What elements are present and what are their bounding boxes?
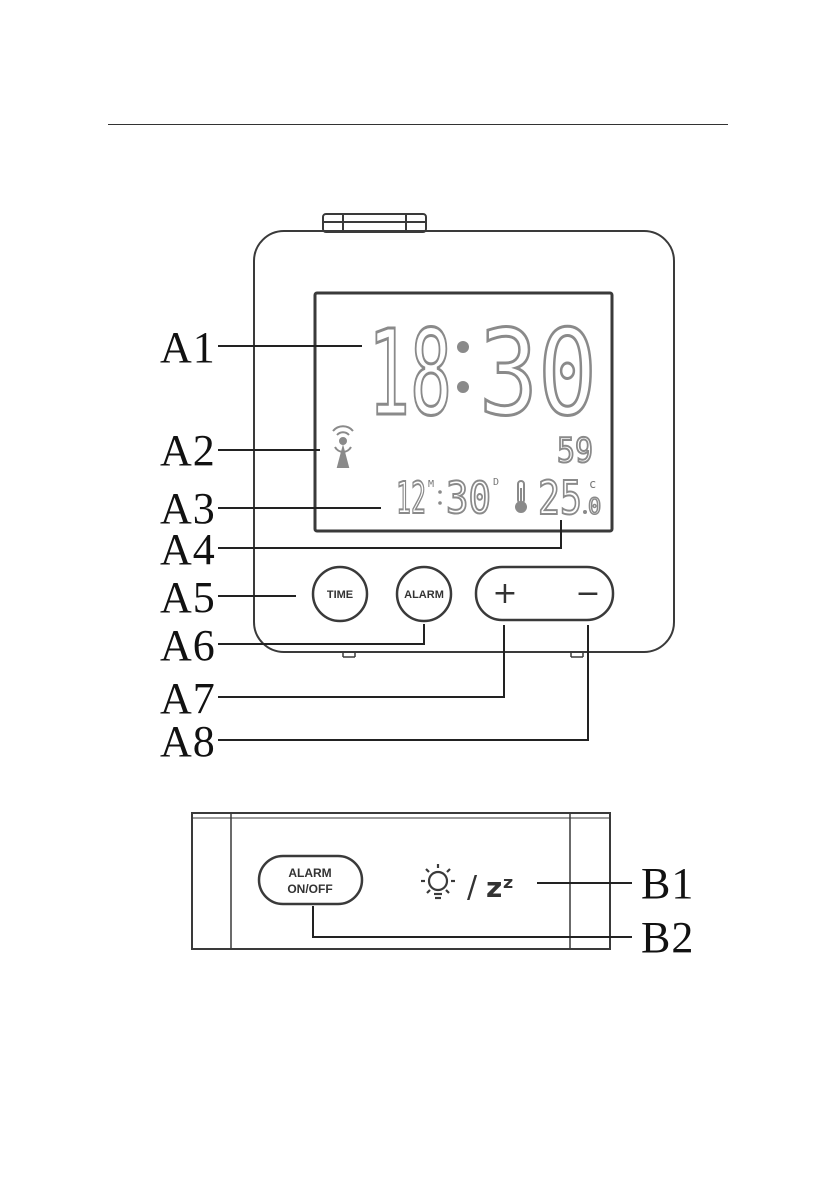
time-colon-lower	[457, 381, 469, 393]
top-view-body	[192, 813, 610, 949]
callout-b2: B2	[641, 916, 694, 960]
leader-b2	[313, 906, 632, 937]
plus-button[interactable]: +	[492, 576, 517, 611]
alarm-d-marker: D	[493, 477, 499, 488]
temperature-value: 25	[538, 471, 582, 525]
alarm-on-off-button[interactable]	[259, 856, 362, 904]
callout-a1: A1	[160, 326, 216, 370]
callout-a6: A6	[160, 624, 216, 668]
alarm-colon-upper	[438, 490, 442, 494]
leader-a6	[218, 624, 424, 644]
leader-a8	[218, 625, 588, 740]
callout-a5: A5	[160, 576, 216, 620]
alarm-on-off-label-line2: ON/OFF	[287, 882, 332, 896]
leader-a4	[218, 520, 561, 548]
snooze-label: zᶻ	[486, 871, 514, 904]
alarm-on-off-label-line1: ALARM	[288, 866, 331, 880]
thermometer-icon	[516, 481, 526, 512]
time-button-label: TIME	[327, 589, 353, 601]
alarm-hours: 12	[396, 473, 426, 524]
light-bulb-icon	[421, 864, 455, 898]
time-colon-upper	[457, 341, 469, 353]
callout-a8: A8	[160, 720, 216, 764]
minus-button[interactable]: −	[575, 576, 600, 611]
time-hours: 18	[368, 304, 452, 442]
alarm-minutes: 30	[446, 473, 491, 524]
temperature-unit: c	[589, 477, 596, 491]
temperature-decimal: 0	[588, 495, 601, 520]
time-minutes: 30	[479, 304, 597, 442]
leader-a7	[218, 625, 504, 697]
clock-top-view: ALARM ON/OFF / zᶻ	[0, 800, 839, 1000]
alarm-colon-lower	[438, 501, 442, 505]
clock-front-view: 18 30 59 12 M 30 D 25 0 c	[0, 0, 839, 800]
callout-a2: A2	[160, 429, 216, 473]
temperature-decimal-point	[583, 510, 587, 514]
callout-b1: B1	[641, 862, 694, 906]
callout-a4: A4	[160, 528, 216, 572]
alarm-m-marker: M	[428, 479, 434, 490]
top-bar	[323, 214, 426, 232]
seconds-display: 59	[557, 431, 593, 471]
radio-tower-icon	[333, 426, 353, 467]
alarm-button-label: ALARM	[404, 589, 444, 601]
callout-a7: A7	[160, 677, 216, 721]
light-snooze-separator: /	[467, 870, 478, 905]
